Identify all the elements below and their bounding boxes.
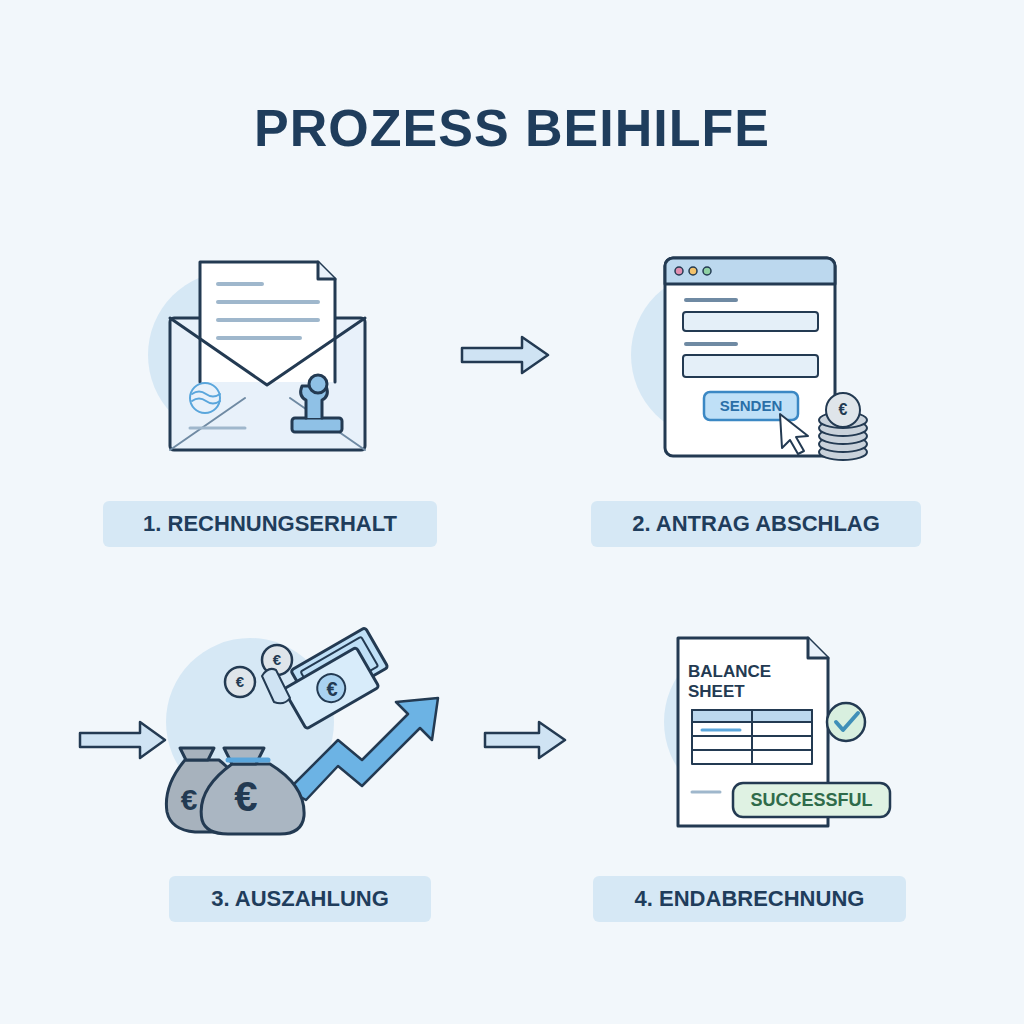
icon-text: €: [176, 782, 202, 818]
diagram-title: PROZESS BEIHILFE: [0, 98, 1024, 158]
icon-text: €: [833, 400, 853, 420]
process-step: 1. RECHNUNGSERHALT: [100, 255, 440, 547]
icon-text: €: [230, 672, 250, 692]
step-label: 4. ENDABRECHNUNG: [593, 876, 906, 922]
step-label: 3. AUSZAHLUNG: [169, 876, 431, 922]
flow-arrow: [462, 337, 548, 373]
icon-text: €: [267, 650, 287, 670]
icon-text: SUCCESSFUL: [733, 783, 890, 817]
flow-arrow: [485, 722, 565, 758]
process-step: 4. ENDABRECHNUNG: [590, 615, 908, 922]
icon-text: SENDEN: [704, 392, 798, 420]
icon-text: BALANCE SHEET: [688, 662, 788, 706]
step-label: 2. ANTRAG ABSCHLAG: [591, 501, 921, 547]
process-step: 3. AUSZAHLUNG: [155, 615, 445, 922]
step-label: 1. RECHNUNGSERHALT: [103, 501, 437, 547]
icon-text: €: [320, 677, 344, 701]
icon-text: €: [226, 774, 266, 820]
